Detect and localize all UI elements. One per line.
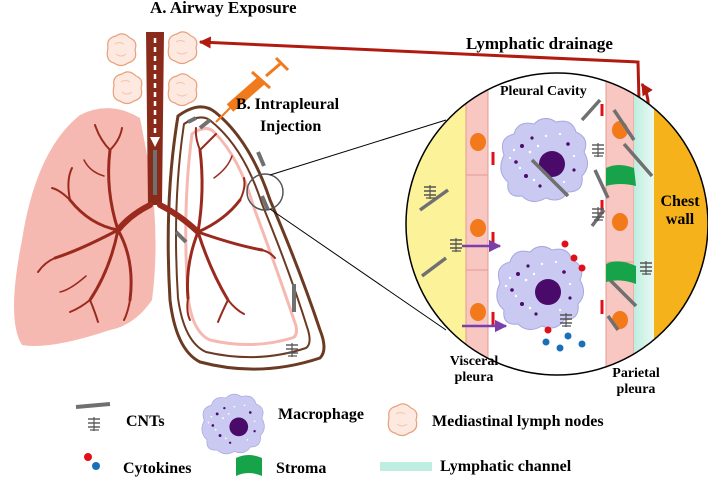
right-lung-inner-pleura	[175, 116, 311, 359]
zoom-connector-top	[269, 119, 447, 176]
legend-cytokines-label: Cytokines	[123, 460, 192, 477]
airway-exposure-label: A. Airway Exposure	[150, 0, 297, 17]
right-lung-cnts	[174, 116, 296, 312]
lymph-node-icon	[112, 71, 143, 105]
zoom-region-marker	[246, 173, 284, 211]
legend-macrophage-icon	[201, 393, 265, 455]
zoom-connector-bottom	[269, 208, 447, 331]
legend-lymph-channel-swatch	[380, 462, 432, 471]
lymph-node-icon	[106, 33, 137, 67]
legend-macrophage-label: Macrophage	[278, 406, 364, 423]
lymph-node-icon	[167, 73, 198, 107]
zoom-detail	[406, 73, 708, 375]
intrapleural-label: B. Intrapleural	[236, 96, 340, 113]
syringe-icon	[215, 56, 290, 123]
injection-label: Injection	[260, 118, 322, 135]
left-vessel-tree	[37, 124, 153, 323]
legend-lymph-nodes-label: Mediastinal lymph nodes	[432, 413, 604, 430]
legend-lymph-channel-label: Lymphatic channel	[440, 458, 572, 475]
legend-stroma-label: Stroma	[276, 460, 327, 477]
legend-cytokine-blue	[92, 462, 100, 470]
legend-cnts-label: CNTs	[126, 413, 165, 430]
legend	[75, 393, 432, 476]
legend-lymph-node-icon	[387, 403, 418, 437]
trachea	[146, 32, 164, 205]
legend-cnt-bundle-icon	[87, 416, 101, 432]
right-vessel-tree	[157, 127, 276, 323]
pleural-cavity-label: Pleural Cavity	[500, 84, 587, 99]
legend-stroma-icon	[236, 455, 262, 476]
lymphatic-drainage-label: Lymphatic drainage	[466, 34, 613, 53]
legend-cnt-line	[75, 402, 111, 409]
left-lung	[14, 108, 156, 346]
lymph-node-icon	[167, 31, 198, 65]
zoom-circle-border	[405, 72, 708, 376]
legend-cytokine-red	[84, 453, 92, 461]
